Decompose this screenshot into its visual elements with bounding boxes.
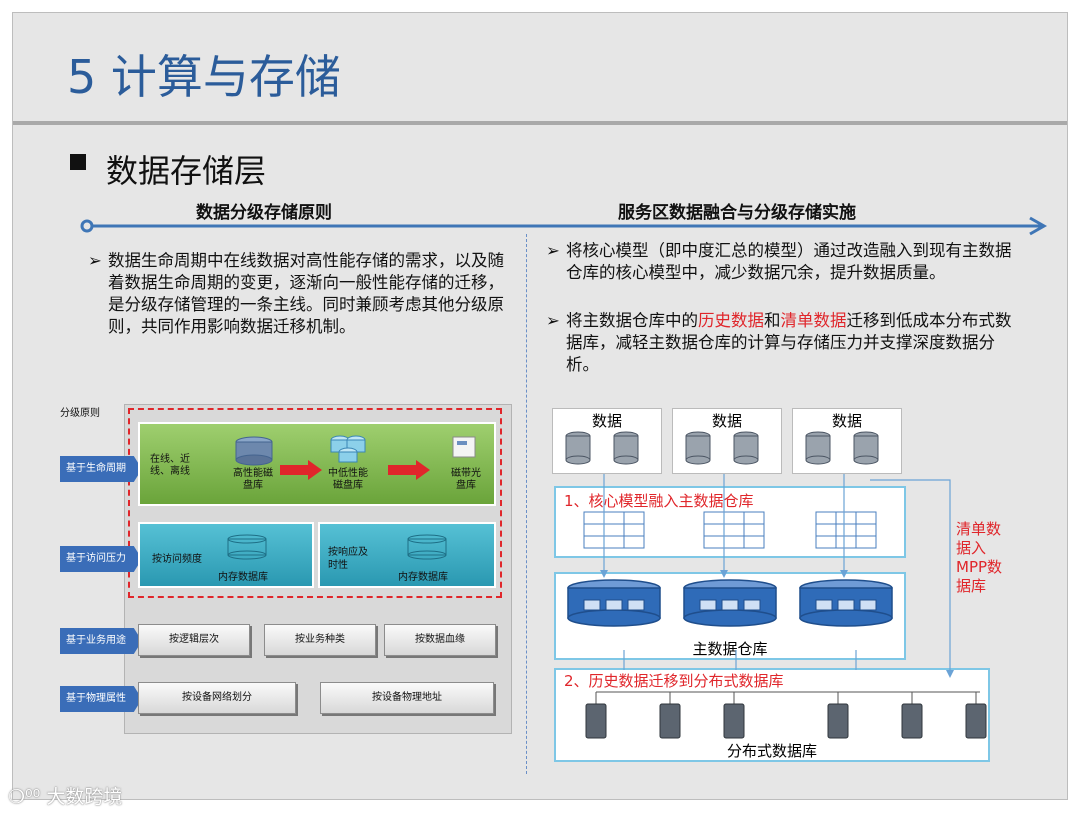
timeliness-db: 内存数据库 (398, 572, 448, 583)
memory-db-icon (407, 534, 447, 560)
watermark: ❍⁰⁰ 大数跨境 (8, 782, 122, 809)
access-timeliness-box (318, 522, 496, 588)
stage-high-perf: 高性能磁盘库 (233, 468, 273, 491)
arrow-bullet-icon: ➢ (88, 251, 102, 270)
phys-network: 按设备网络划分 (138, 682, 296, 714)
red-arrow-icon (388, 460, 430, 480)
db-cluster-icon (330, 435, 366, 463)
access-freq-box (138, 522, 314, 588)
right-bullet-2-text: 将主数据仓库中的历史数据和清单数据迁移到低成本分布式数据库，减轻主数据仓库的计算… (546, 310, 1016, 376)
server-tree (585, 691, 987, 739)
watermark-logo-icon: ❍⁰⁰ (8, 786, 47, 808)
title-bar: 5 计算与存储 (13, 13, 1067, 121)
watermark-text: 大数跨境 (46, 786, 123, 808)
source-label-2: 数据 (711, 412, 742, 430)
mpp-note: 清单数据入MPP数据库 (956, 520, 1003, 595)
lifecycle-box (138, 422, 496, 506)
section-title: 数据存储层 (106, 152, 267, 190)
stage-tape: 磁带光盘库 (451, 468, 481, 491)
page-title: 5 计算与存储 (67, 50, 341, 104)
source-label-3: 数据 (831, 412, 862, 430)
phys-address: 按设备物理地址 (320, 682, 494, 714)
left-bullet: ➢ 数据生命周期中在线数据对高性能存储的需求，以及随着数据生命周期的变更，逐渐向… (88, 250, 508, 338)
memory-db-icon (227, 534, 267, 560)
stage-mid-perf: 中低性能磁盘库 (328, 468, 368, 491)
right-bullet-1-text: 将核心模型（即中度汇总的模型）通过改造融入到现有主数据仓库的核心模型中，减少数据… (566, 241, 1012, 282)
arrow-bullet-icon: ➢ (546, 311, 560, 330)
freq-label: 按访问频度 (152, 554, 202, 565)
tag-lifecycle: 基于生命周期 (60, 456, 142, 482)
right-bullet-2: ➢ 将主数据仓库中的历史数据和清单数据迁移到低成本分布式数据库，减轻主数据仓库的… (546, 310, 1016, 376)
source-db-icons (565, 431, 879, 465)
main-dw-label: 主数据仓库 (692, 640, 768, 658)
biz-type: 按业务种类 (264, 624, 376, 656)
timeliness-label: 按响应及时性 (328, 547, 368, 571)
title-divider (13, 121, 1067, 125)
biz-logic-layer: 按逻辑层次 (138, 624, 250, 656)
source-label-1: 数据 (591, 412, 622, 430)
left-heading: 数据分级存储原则 (196, 203, 332, 223)
tape-library-icon (452, 436, 476, 458)
text-segment: 将主数据仓库中的 (566, 311, 698, 330)
biz-lineage: 按数据血缘 (384, 624, 496, 656)
text-segment: 迁移到低成本分布式数据库，减轻主数据仓库的计算与存储压力并支撑深度数据分析。 (566, 311, 1012, 374)
column-divider (526, 234, 527, 774)
highlight-history: 历史数据 (698, 311, 764, 330)
dw-cylinder-icons (567, 579, 893, 627)
disk-array-icon (235, 436, 273, 466)
step1-label: 1、核心模型融入主数据仓库 (564, 492, 754, 510)
tag-business: 基于业务用途 (60, 628, 142, 654)
right-bullet-1: ➢ 将核心模型（即中度汇总的模型）通过改造融入到现有主数据仓库的核心模型中，减少… (546, 240, 1016, 284)
red-dashed-frame (128, 408, 502, 598)
right-heading: 服务区数据融合与分级存储实施 (618, 203, 856, 223)
left-bullet-text: 数据生命周期中在线数据对高性能存储的需求，以及随着数据生命周期的变更，逐渐向一般… (108, 251, 504, 336)
highlight-detail: 清单数据 (780, 311, 847, 330)
timeline-arrow (80, 216, 1048, 236)
arrow-bullet-icon: ➢ (546, 241, 560, 260)
red-arrow-icon (280, 460, 322, 480)
lifecycle-text: 在线、近线、离线 (150, 454, 190, 477)
tag-physical: 基于物理属性 (60, 686, 142, 712)
tag-access: 基于访问压力 (60, 546, 142, 572)
freq-db: 内存数据库 (218, 572, 268, 583)
diagram-label: 分级原则 (60, 408, 100, 419)
flow-arrows (600, 474, 954, 678)
dist-db-label: 分布式数据库 (726, 742, 817, 760)
text-segment: 和 (764, 311, 781, 330)
step2-label: 2、历史数据迁移到分布式数据库 (564, 672, 784, 690)
section-bullet-icon (70, 154, 86, 170)
